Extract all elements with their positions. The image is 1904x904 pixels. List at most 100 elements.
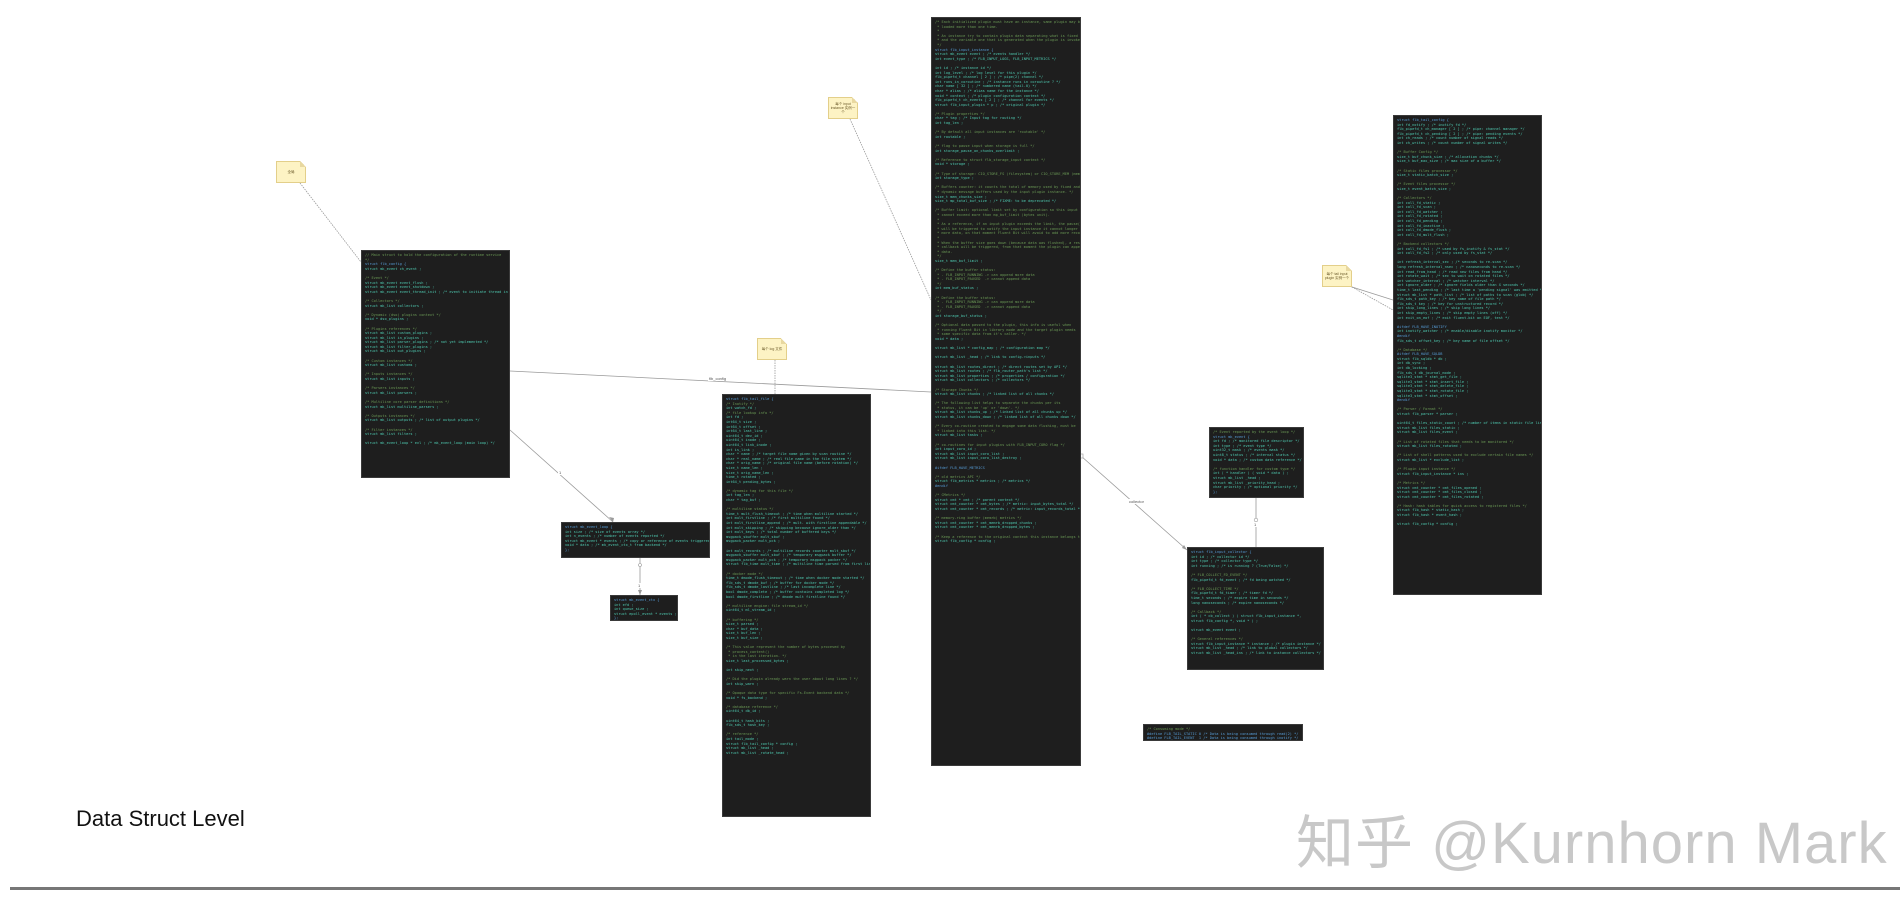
link-config-input: [509, 370, 932, 393]
code-line: struct mk_list * exclude_list ;: [1397, 457, 1465, 462]
code-line: /* Filter instances */: [365, 427, 413, 432]
code-line: struct mk_list _priority_head ;: [1213, 480, 1281, 485]
code-line: /* Collectors */: [1397, 196, 1432, 201]
code-line: size_t parsed ;: [726, 622, 759, 627]
code-line: * and the variable one that is generated…: [935, 38, 1081, 43]
code-line: /* List of shell patterns used to exclud…: [1397, 453, 1534, 458]
code-line: * loaded more than one time.: [935, 24, 998, 29]
code-line: /* co-routines for input plugins with FL…: [935, 442, 1065, 447]
code-line: flb_sds_t dmode_buf ; /* buffer for dock…: [726, 580, 835, 585]
code-line: int type ; /* event type */: [1213, 443, 1272, 448]
code-line: struct flb_parser * parser ;: [1397, 412, 1458, 416]
code-line: struct flb_input_collector {: [1191, 550, 1252, 554]
code-line: int is_link ;: [726, 447, 755, 452]
code-line: sqlite3_stmt * stmt_get_file ;: [1397, 375, 1462, 380]
code-line: size_t buf_len ;: [726, 631, 761, 636]
code-line: void * data ; /* mk_event_ctx_t from bac…: [565, 543, 667, 548]
code-line: /* Event files processor */: [1397, 182, 1456, 187]
code-line: uint64_t files_static_count ; /* number …: [1397, 421, 1542, 426]
code-line: int n_events ; /* number of events repor…: [565, 534, 665, 539]
code-line: *: [935, 29, 940, 34]
code-line: struct mk_list collectors ;: [365, 303, 424, 308]
code-line: int64_t offset ;: [726, 424, 761, 429]
code-line: struct mk_list files_static ;: [1397, 425, 1460, 430]
code-line: int skip_next ;: [726, 668, 759, 673]
code-line: int exit_on_eof ; /* exit fluent-bit on …: [1397, 315, 1510, 320]
code-line: /* multiline engine: file stream_id */: [726, 603, 809, 608]
code-line: int ( * handler ) ( void * data ) ;: [1213, 471, 1289, 476]
code-block-mk-event-loop[interactable]: struct mk_event_loop {int size ; /* size…: [561, 522, 710, 558]
code-line: struct cmt_counter * cmt_files_rotated ;: [1397, 494, 1484, 499]
code-line: int event_type ; /* FLB_INPUT_LOGS, FLB_…: [935, 56, 1057, 61]
code-line: void * fs_backend ;: [726, 695, 768, 700]
code-line: struct mk_list _head ; /* link to config…: [935, 355, 1046, 360]
code-line: struct mk_list _rotate_head ;: [726, 750, 789, 755]
code-block-mk-event-ctx[interactable]: struct mk_event_ctx {int efd ;int queue_…: [610, 595, 678, 621]
code-line: int mult_keys ; /* total number of buffe…: [726, 530, 837, 535]
code-line: #ifdef FLB_HAVE_METRICS: [935, 465, 985, 470]
sticky-note-tail-file[interactable]: 每个 log 文件: [757, 338, 787, 360]
code-line: /* memory-ring buffer (memrb) metrics */: [935, 516, 1022, 521]
code-line: int type ; /* collector type */: [1191, 559, 1259, 564]
code-line: struct mk_list _head ; /* link to global…: [1191, 646, 1308, 651]
code-line: struct flb_input_plugin * p ; /* origina…: [935, 102, 1046, 107]
code-line: int coll_fd_mult_flush ;: [1397, 232, 1449, 237]
code-line: * dynamic message buffers used by the in…: [935, 189, 1074, 194]
code-block-flb-tail-file[interactable]: struct flb_tail_file {/* Inotify */int w…: [722, 394, 871, 817]
code-line: msgpack_sbuffer mult_sbuf ;: [726, 534, 785, 539]
sticky-note-global[interactable]: 全局: [276, 161, 306, 183]
code-line: /* Every co-routine created to engage so…: [935, 424, 1076, 429]
code-line: flb_sds_t db_journal_mode ;: [1397, 370, 1456, 375]
code-line: /* Callback */: [1191, 609, 1222, 614]
code-line: uint64_t dev_id ;: [726, 433, 763, 438]
code-line: flb_pipefd_t fd_event ; /* fd being watc…: [1191, 577, 1291, 582]
code-block-flb-tail-config[interactable]: struct flb_tail_config {int fd_notify ; …: [1393, 115, 1542, 595]
code-line: int input_coro_id ;: [935, 447, 977, 452]
code-line: /* old metrics API */: [935, 474, 981, 479]
code-line: long nanoseconds ; /* expire nanoseconds…: [1191, 600, 1285, 605]
code-line: uint32_t mask ; /* events mask */: [1213, 448, 1285, 453]
code-line: * data.: [935, 249, 953, 254]
code-line: */: [365, 257, 370, 262]
code-block-flb-input-collector[interactable]: struct flb_input_collector {int id ; /* …: [1187, 547, 1324, 670]
code-line: sqlite3_stmt * stmt_offset ;: [1397, 393, 1458, 398]
code-line: * - FLB_INPUT_RUNNING -> can append more…: [935, 300, 1035, 305]
code-line: flb_sds_t path_key ; /* key name of file…: [1397, 297, 1501, 302]
code-line: flb_sds_t key ; /* key for unstructured …: [1397, 301, 1504, 306]
code-line: /* function handler for custom type */: [1213, 466, 1296, 471]
code-line: size_t mp_total_buf_size ; /* FIXME: to …: [935, 199, 1057, 204]
code-line: int db_sync ;: [1397, 361, 1426, 366]
code-line: /* The following list helps to separate …: [935, 401, 1061, 406]
code-line: /* List of rotated files that needs to b…: [1397, 439, 1514, 444]
code-line: };: [565, 547, 570, 552]
code-line: int ( * cb_collect ) ( struct flb_input_…: [1191, 614, 1302, 619]
code-line: long refresh_interval_nsec ; /* nanoseco…: [1397, 265, 1521, 269]
code-line: /* Each initialized plugin must have an …: [935, 20, 1081, 24]
code-line: struct mk_list filters ;: [365, 432, 417, 437]
code-block-tail-defines[interactable]: /* Consuming mode */#define FLB_TAIL_STA…: [1143, 724, 1303, 741]
link-config-evloop: [509, 429, 614, 523]
code-line: struct mk_list _head ;: [726, 746, 774, 751]
code-line: msgpack_sbuffer mult_sbuf ; /* temporary…: [726, 553, 852, 558]
code-line: struct mk_event event ; /* events handle…: [935, 52, 1031, 57]
code-line: time_t mult_flush_timeout ; /* time when…: [726, 511, 858, 516]
code-block-flb-config[interactable]: // Main struct to hold the configuration…: [361, 250, 510, 478]
code-line: int tag_len ;: [726, 493, 755, 498]
code-line: */: [935, 254, 942, 259]
code-line: char name [ 32 ] ; /* numbered name (tai…: [935, 84, 1037, 89]
code-line: /* Plugin properties */: [935, 111, 985, 116]
code-line: */: [935, 42, 942, 47]
code-line: void * data ; /* custom data reference *…: [1213, 457, 1302, 462]
sticky-note-input-instance[interactable]: 每个 input instance 实例一个: [828, 97, 858, 119]
watermark: 知乎 @Kurnhorn Mark: [1296, 811, 1888, 876]
sticky-note-tail-config[interactable]: 每个 tail input plugin 实例一个: [1322, 265, 1352, 287]
code-line: struct cmt_counter * cmt_files_closed ;: [1397, 490, 1482, 495]
code-line: int id ; /* instance id */: [935, 65, 992, 70]
code-line: /* Event reported by the event loop */: [1213, 430, 1296, 434]
code-line: /* Type of storage: CIO_STORE_FS (filesy…: [935, 171, 1081, 176]
code-line: struct flb_time mult_time ; /* multiline…: [726, 562, 871, 567]
code-block-flb-input-instance[interactable]: /* Each initialized plugin must have an …: [931, 17, 1081, 766]
code-block-mk-event[interactable]: /* Event reported by the event loop */ st…: [1209, 427, 1304, 498]
code-line: struct flb_config * config ;: [1397, 522, 1458, 527]
code-line: flb_pipefd_t ch_manager [ 2 ] ; /* pipe:…: [1397, 127, 1525, 132]
